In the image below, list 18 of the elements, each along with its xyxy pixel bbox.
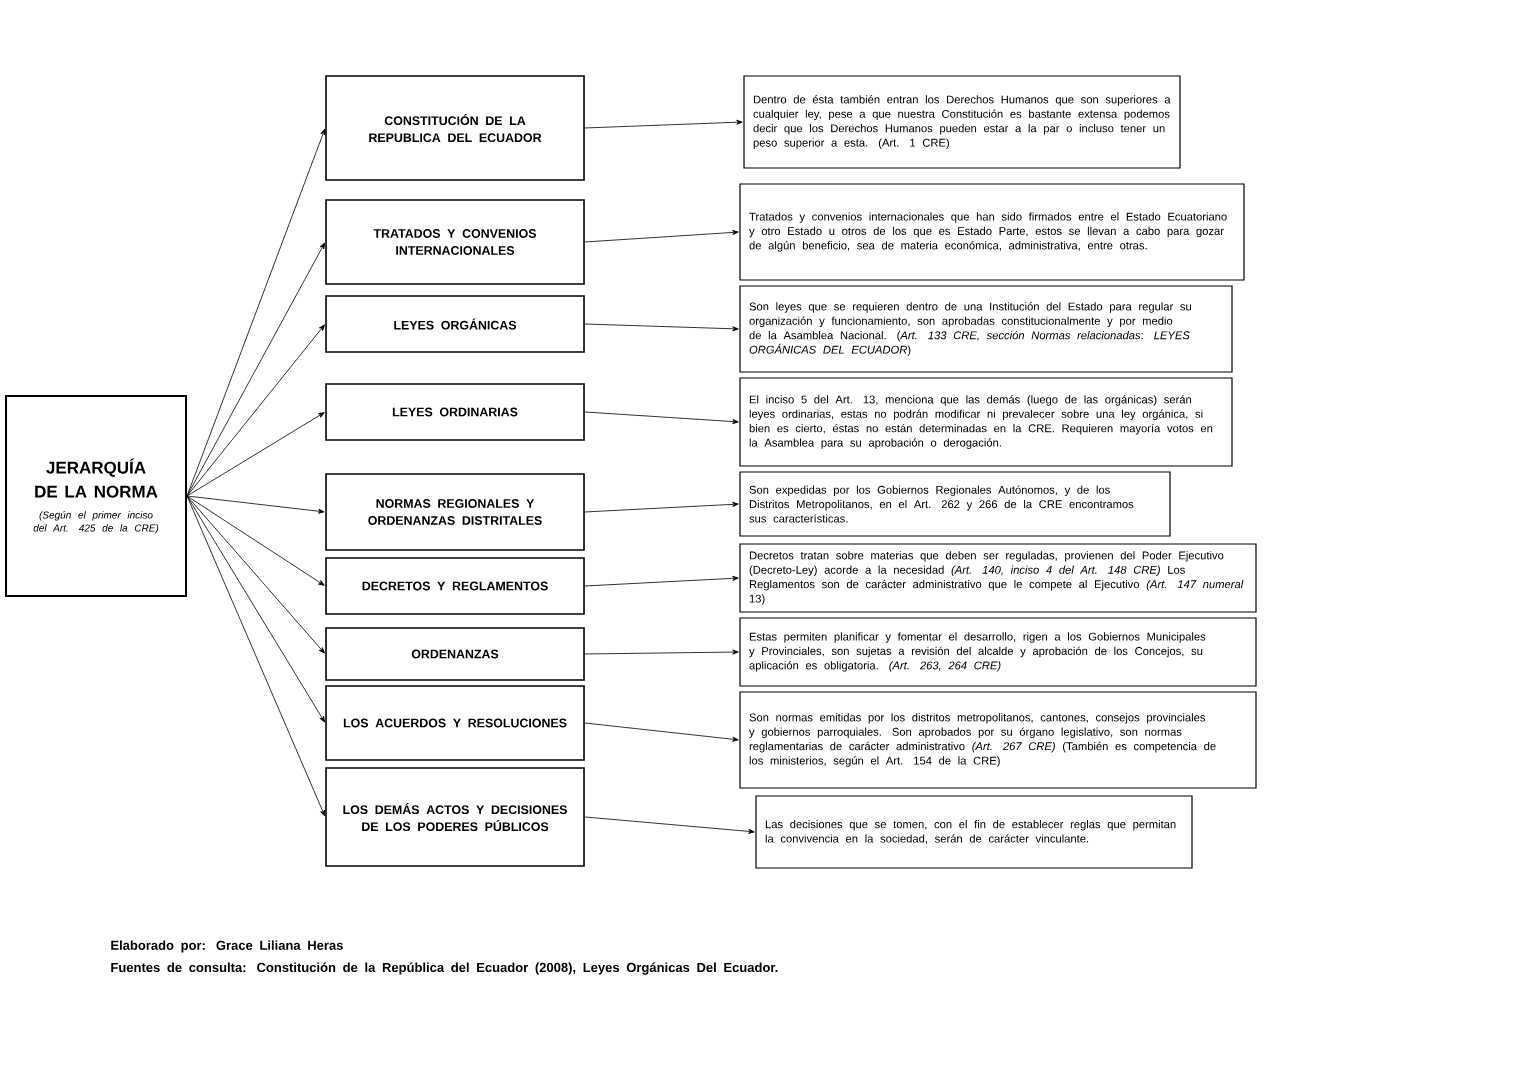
arrow: [584, 649, 739, 655]
arrow: [186, 128, 326, 497]
arrow: [186, 324, 325, 497]
arrow: [186, 242, 326, 497]
arrow: [186, 495, 325, 514]
arrow: [584, 229, 739, 243]
arrow: [584, 575, 739, 587]
arrow: [186, 495, 325, 654]
arrow: [186, 495, 326, 817]
arrow: [584, 722, 739, 742]
arrow: [186, 495, 325, 586]
arrow: [584, 816, 755, 834]
arrow: [584, 323, 739, 332]
arrow: [186, 412, 325, 497]
arrow: [584, 119, 743, 129]
arrow: [584, 411, 739, 425]
arrow: [186, 495, 325, 723]
arrow: [584, 501, 739, 513]
